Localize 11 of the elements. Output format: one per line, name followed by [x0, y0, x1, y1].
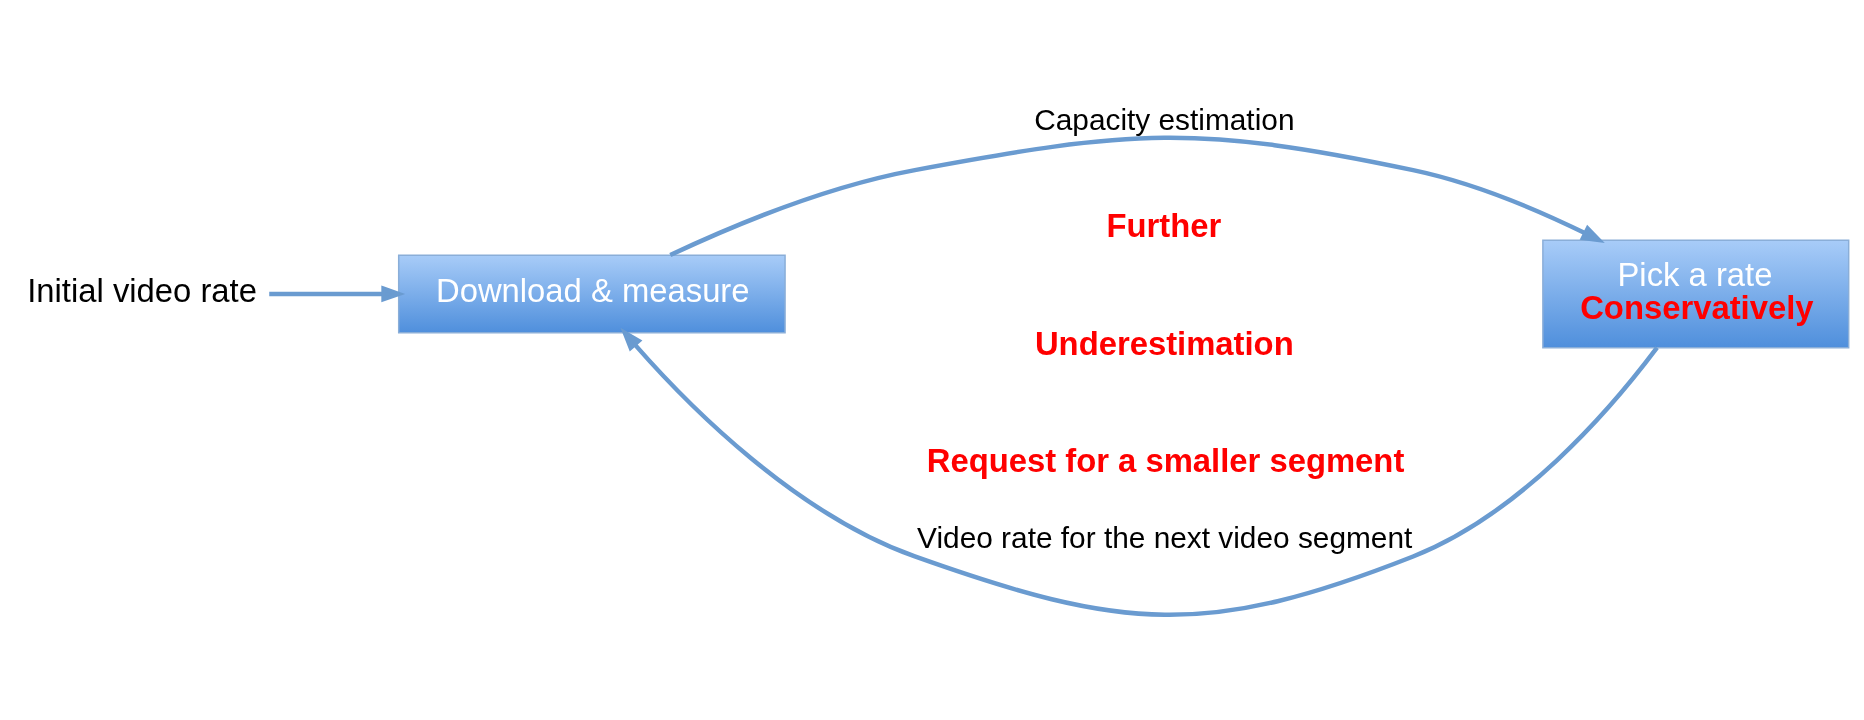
label: Request for a smaller segment [926, 441, 1405, 479]
edge-label: Video rate for the next video segment [917, 520, 1413, 554]
label: Further [1106, 206, 1222, 244]
node-box: Download & measure [397, 253, 786, 333]
arrow [269, 285, 406, 302]
arrow [620, 327, 1659, 617]
node-text: Initial video rate [27, 271, 257, 309]
node-box: Pick a rate Conservatively [1542, 239, 1850, 348]
label: Underestimation [1034, 324, 1294, 361]
arrow [669, 135, 1605, 257]
edge-label: Capacity estimation [1034, 102, 1295, 136]
